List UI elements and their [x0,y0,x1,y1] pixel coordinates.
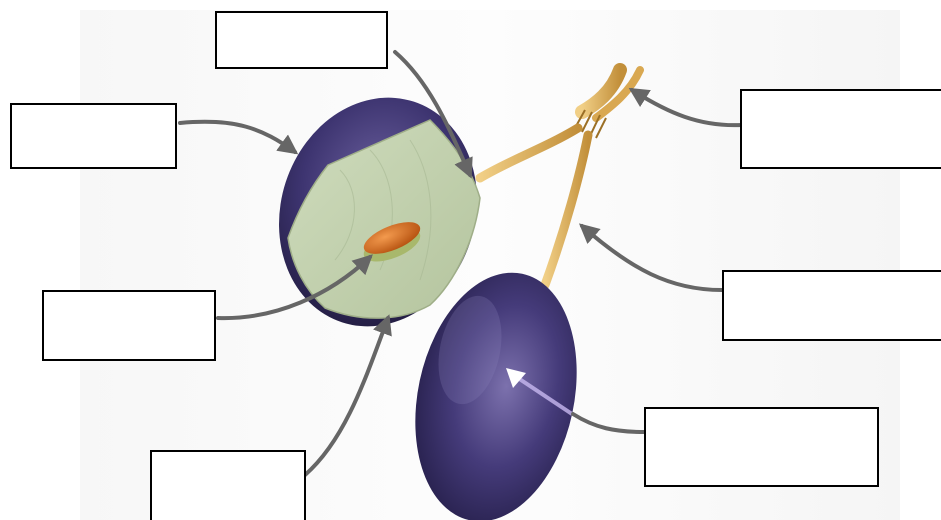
label-box-upper-right[interactable] [740,89,941,169]
label-box-top[interactable] [215,11,388,69]
label-box-lower-right[interactable] [644,407,879,487]
label-box-upper-left[interactable] [10,103,177,169]
label-box-bottom-left[interactable] [150,450,306,520]
label-box-mid-left[interactable] [42,290,216,361]
label-box-mid-right[interactable] [722,270,941,341]
